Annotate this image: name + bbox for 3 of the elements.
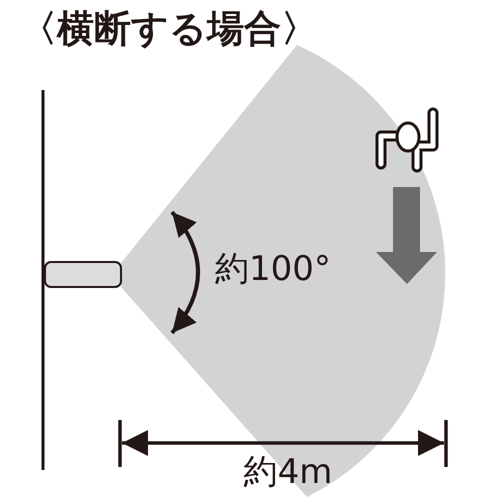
distance-label: 約4m [244, 455, 332, 489]
title: 〈横断する場合〉 [20, 10, 318, 47]
angle-label: 約100° [215, 252, 331, 286]
